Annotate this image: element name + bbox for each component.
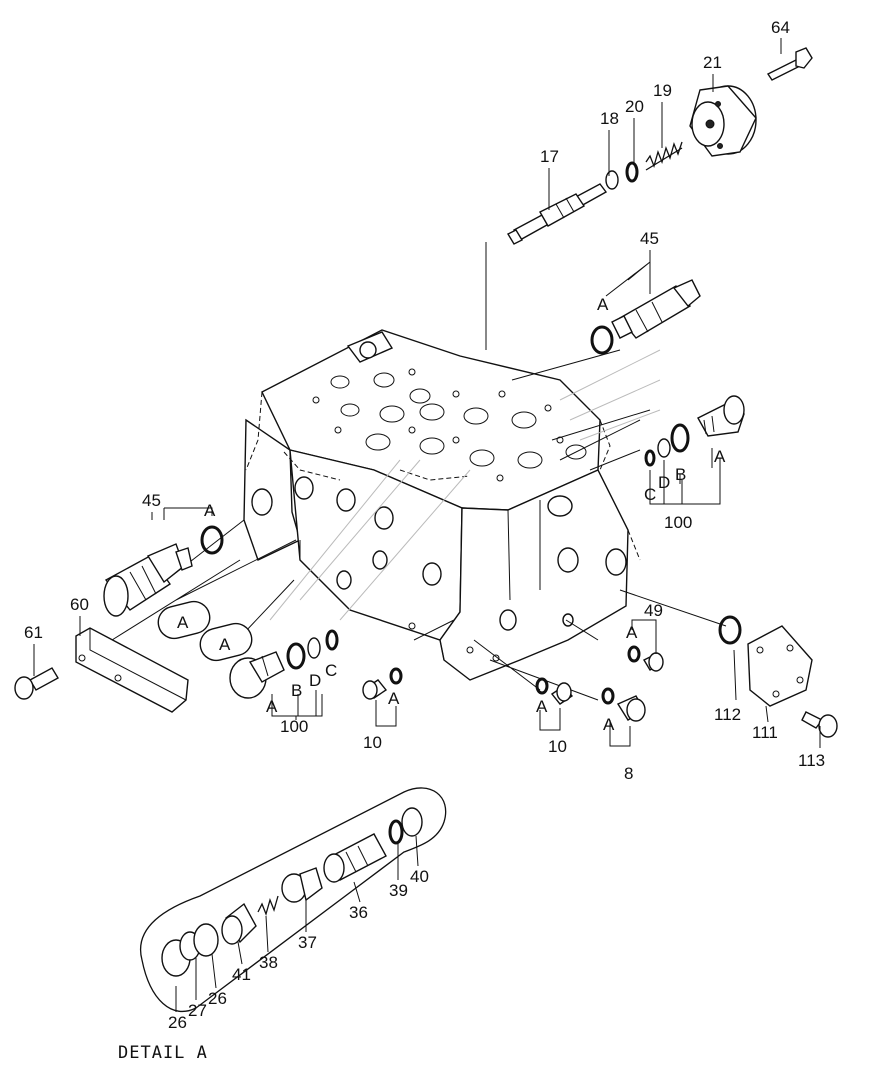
washer-18 xyxy=(605,170,619,190)
label-d-100-left: D xyxy=(309,671,321,690)
control-valve-body xyxy=(243,329,661,681)
label-a-45-top: A xyxy=(597,295,609,314)
label-26-b: 26 xyxy=(208,989,227,1008)
label-40: 40 xyxy=(410,867,429,886)
spring-38 xyxy=(257,895,279,917)
piston-41 xyxy=(221,902,257,945)
seal-ellipse-1 xyxy=(157,600,211,640)
relief-valve-45-left xyxy=(103,543,193,617)
seal-26-b xyxy=(193,923,219,957)
label-10-right: 10 xyxy=(548,737,567,756)
detail-a-caption: DETAIL A xyxy=(118,1043,208,1063)
plug-100-left xyxy=(229,651,285,699)
plate-60 xyxy=(75,627,189,713)
label-20: 20 xyxy=(625,97,644,116)
plug-10-left xyxy=(362,679,388,700)
label-64: 64 xyxy=(771,18,790,37)
label-61: 61 xyxy=(24,623,43,642)
label-b-100-right: B xyxy=(675,465,686,484)
leader-lines xyxy=(111,242,727,701)
label-113: 113 xyxy=(798,751,825,770)
label-100-left: 100 xyxy=(280,717,308,736)
label-100-right: 100 xyxy=(664,513,692,532)
label-leaders xyxy=(33,38,782,1012)
o-ring-112 xyxy=(718,615,742,645)
o-ring-8 xyxy=(601,687,615,705)
poppet-36 xyxy=(323,833,387,883)
plug-49 xyxy=(643,652,664,672)
o-ring-b-right xyxy=(670,423,690,453)
label-a-49: A xyxy=(626,623,638,642)
o-ring-10-left xyxy=(389,667,403,685)
label-26-a: 26 xyxy=(168,1013,187,1032)
label-112: 112 xyxy=(714,705,741,724)
label-a-8: A xyxy=(603,715,615,734)
o-ring-a-left xyxy=(200,525,224,555)
label-111: 111 xyxy=(752,723,778,742)
cover-111 xyxy=(747,625,813,707)
cover-21 xyxy=(689,85,757,157)
relief-valve-45-top xyxy=(611,279,701,339)
spool-17 xyxy=(507,183,608,245)
o-ring-b-left xyxy=(286,642,306,670)
o-ring-10-right xyxy=(535,677,549,695)
backup-ring-d-left xyxy=(307,637,321,659)
seat-37 xyxy=(281,867,323,903)
label-36: 36 xyxy=(349,903,368,922)
label-45-left: 45 xyxy=(142,491,161,510)
label-b-100-left: B xyxy=(291,681,302,700)
label-41: 41 xyxy=(232,965,251,984)
label-39: 39 xyxy=(389,881,408,900)
label-27: 27 xyxy=(188,1001,207,1020)
plug-8 xyxy=(616,695,646,722)
body-ports xyxy=(312,368,587,482)
bolt-113 xyxy=(801,711,838,738)
label-45-top: 45 xyxy=(640,229,659,248)
label-37: 37 xyxy=(298,933,317,952)
o-ring-c-left xyxy=(325,629,339,651)
detail-a-parts xyxy=(161,807,423,977)
spring-19 xyxy=(645,141,683,171)
label-d-100-right: D xyxy=(658,473,670,492)
seal-ellipse-2 xyxy=(199,622,253,662)
o-ring-20 xyxy=(625,161,639,183)
backup-ring-d-right xyxy=(657,438,671,458)
label-a-100-right: A xyxy=(714,447,726,466)
bolt-61 xyxy=(14,667,59,700)
label-a-45-left: A xyxy=(204,501,216,520)
part-labels: 64 21 20 19 18 17 45 A 45 A A B C D 100 … xyxy=(24,18,825,1032)
label-10-left: 10 xyxy=(363,733,382,752)
o-ring-39 xyxy=(388,819,404,845)
plug-100-right xyxy=(697,395,745,437)
o-ring-c-right xyxy=(644,449,656,467)
label-a-10-left: A xyxy=(388,689,400,708)
bolt-64 xyxy=(766,47,813,81)
label-19: 19 xyxy=(653,81,672,100)
label-a-ellipse-1: A xyxy=(177,613,189,632)
plug-10-right xyxy=(550,682,574,705)
label-a-10-right: A xyxy=(536,697,548,716)
label-21: 21 xyxy=(703,53,722,72)
label-a-100-left: A xyxy=(266,697,278,716)
label-38: 38 xyxy=(259,953,278,972)
label-a-ellipse-2: A xyxy=(219,635,231,654)
o-ring-49 xyxy=(627,645,641,663)
label-8: 8 xyxy=(624,764,633,783)
label-c-100-left: C xyxy=(325,661,337,680)
label-49: 49 xyxy=(644,601,663,620)
label-17: 17 xyxy=(540,147,559,166)
label-c-100-right: C xyxy=(644,485,656,504)
label-60: 60 xyxy=(70,595,89,614)
label-18: 18 xyxy=(600,109,619,128)
o-ring-a-top xyxy=(590,325,614,355)
plug-40 xyxy=(401,807,423,837)
